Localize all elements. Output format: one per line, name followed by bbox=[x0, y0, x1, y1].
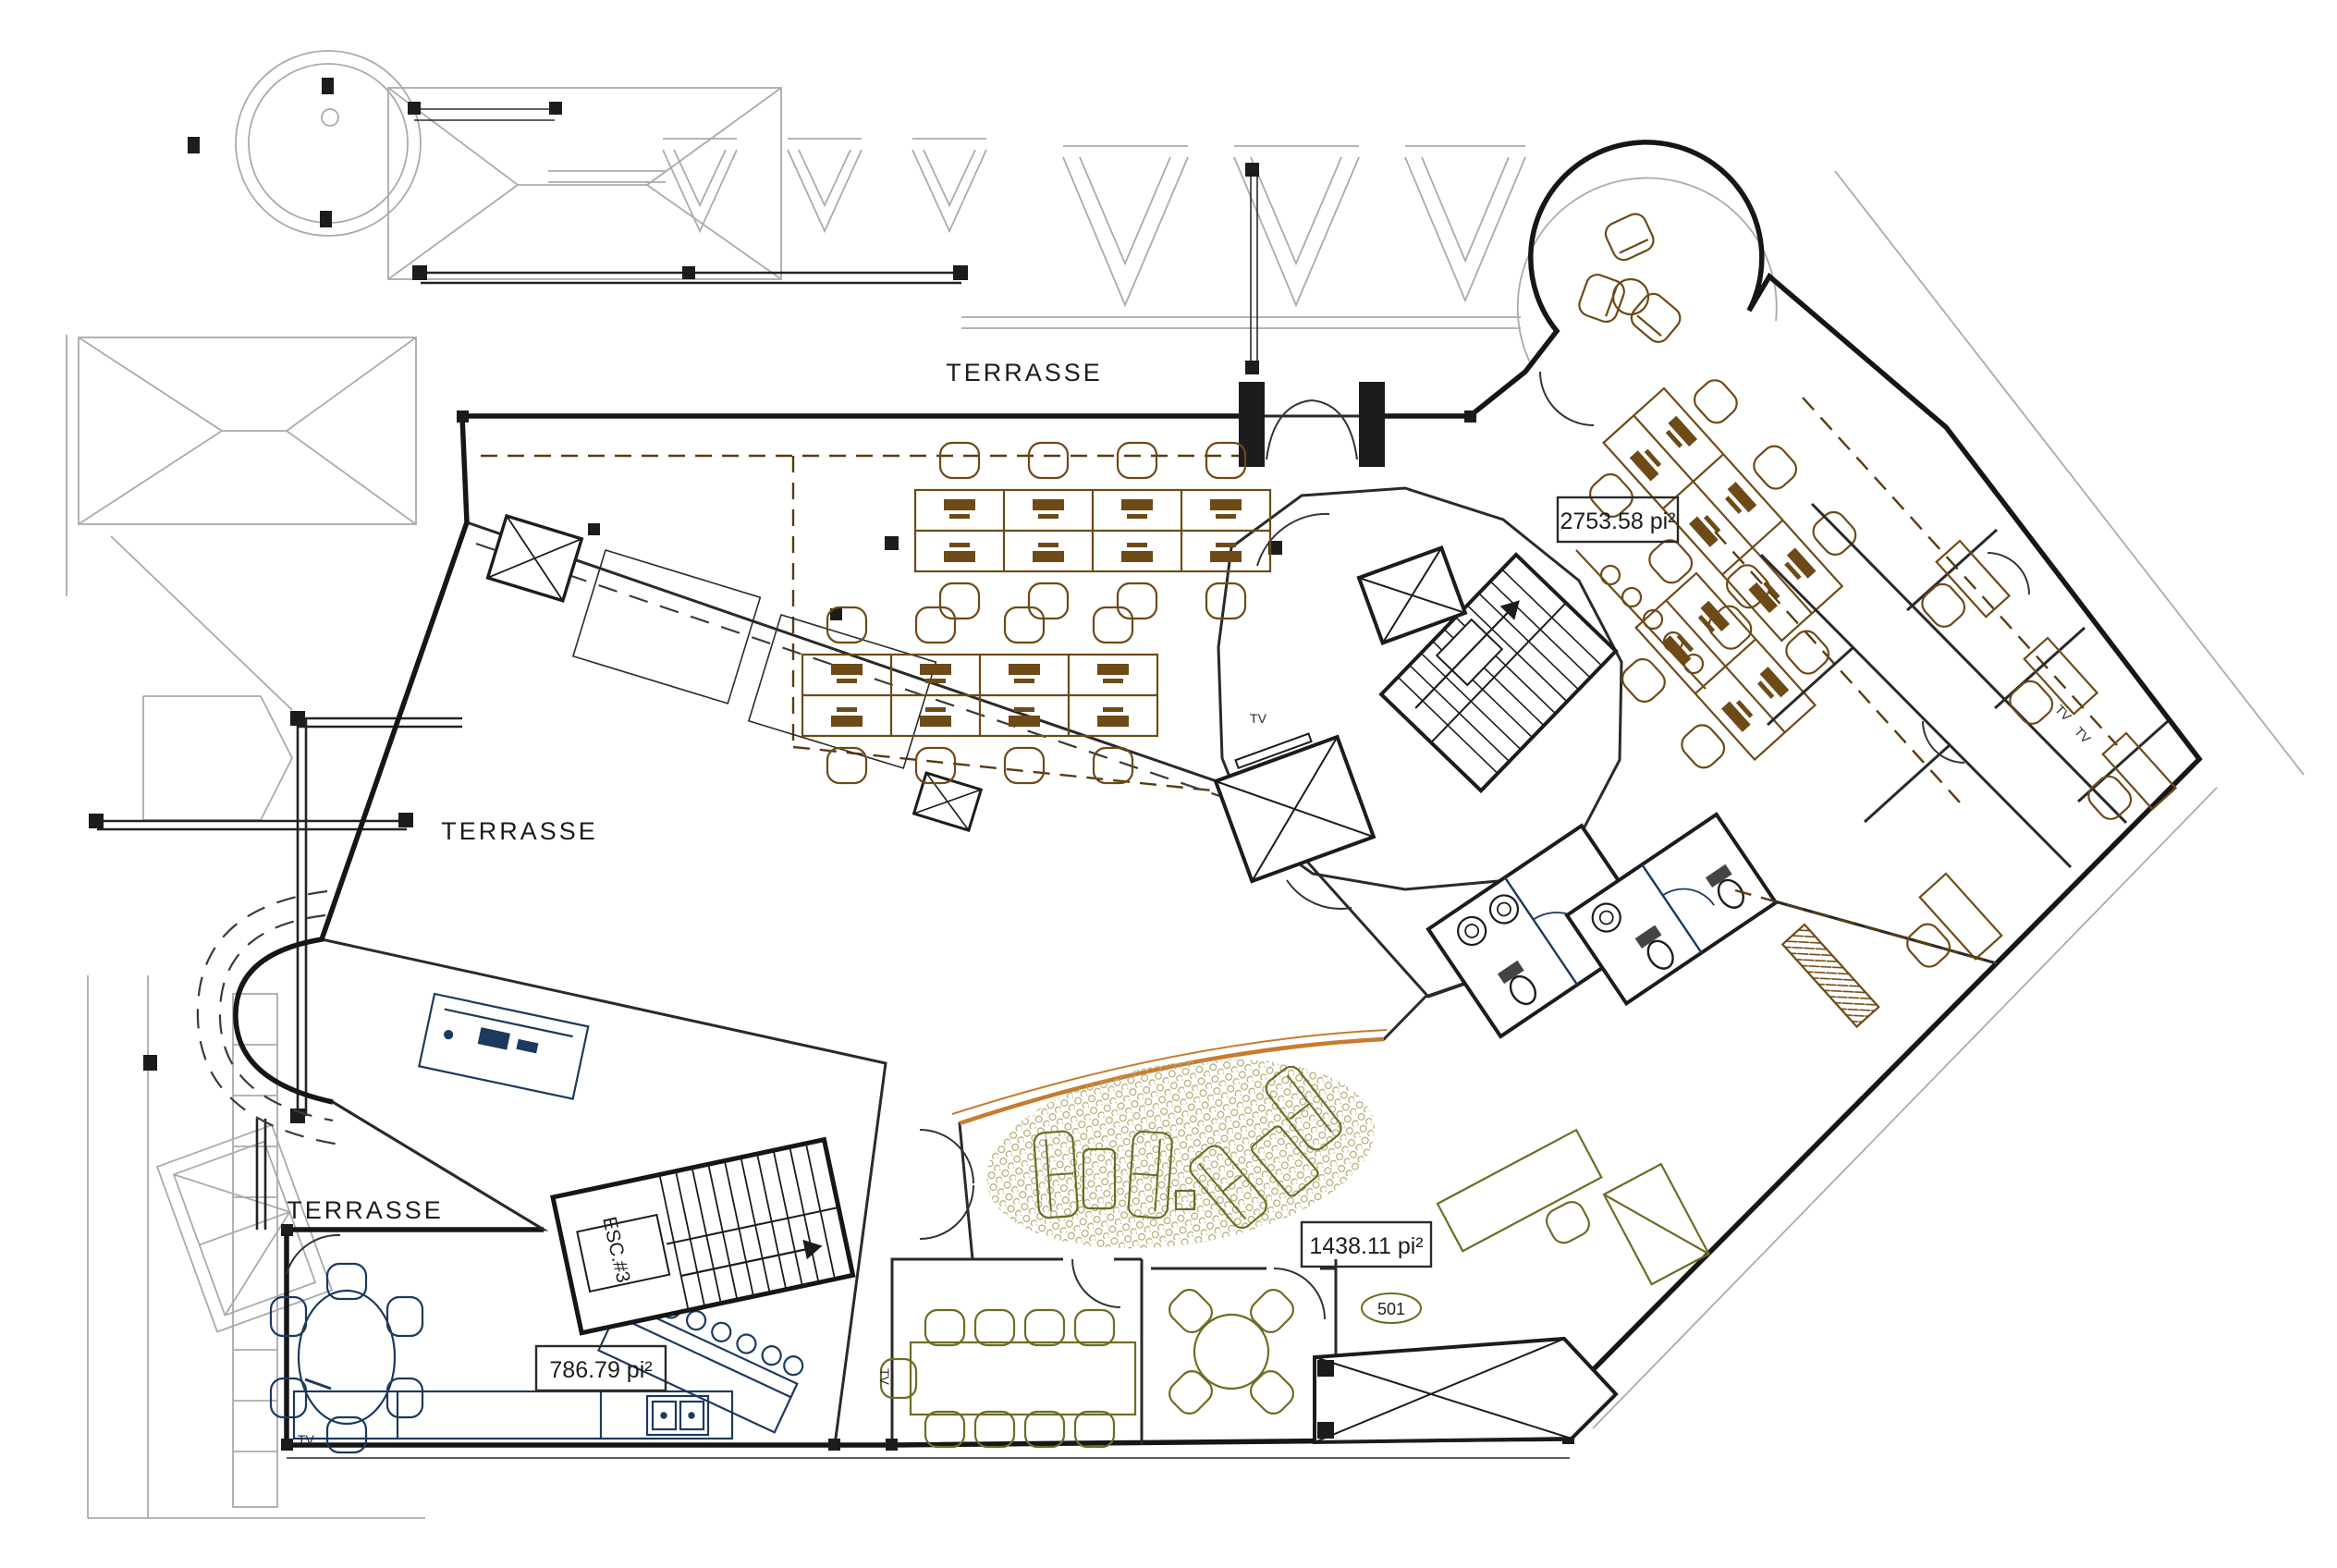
label-tv-blue-kitchen: TV bbox=[298, 1432, 315, 1447]
label-tv-core: TV bbox=[1250, 711, 1267, 726]
area-label-orange: 2753.58 pi² bbox=[1556, 496, 1680, 544]
label-tv-wing-1: TV bbox=[2052, 702, 2074, 724]
reception-desk bbox=[418, 992, 590, 1100]
area-label-yellow: 1438.11 pi² bbox=[1300, 1220, 1433, 1268]
stair-esc3 bbox=[550, 1136, 856, 1336]
lounge-seating bbox=[1032, 1061, 1347, 1233]
central-core: TV bbox=[1213, 486, 1779, 1039]
dining-set bbox=[269, 1262, 424, 1454]
svg-text:501: 501 bbox=[1377, 1300, 1405, 1318]
skylight-xbox-1 bbox=[485, 513, 584, 603]
yellow-suite bbox=[879, 888, 1998, 1449]
main-entrance bbox=[1239, 382, 1385, 467]
elevator-large bbox=[1213, 732, 1377, 884]
zone-orange-office bbox=[460, 141, 2201, 998]
rotunda-lounge bbox=[1539, 213, 1707, 690]
label-terrasse-left: TERRASSE bbox=[441, 817, 598, 845]
kitchen-counter bbox=[292, 1378, 734, 1440]
suite-number-501: 501 bbox=[1361, 1292, 1422, 1324]
yellow-desk bbox=[1436, 1128, 1710, 1286]
roof-skylight-box bbox=[155, 1123, 334, 1333]
washroom-block-2 bbox=[1564, 812, 1779, 1007]
open-office-desks bbox=[802, 357, 1878, 791]
area-label-blue: 786.79 pi² bbox=[534, 1344, 667, 1392]
label-terrasse-top: TERRASSE bbox=[946, 359, 1103, 386]
meeting-room-round bbox=[1163, 1283, 1300, 1420]
yellow-xbox bbox=[1313, 1336, 1619, 1445]
label-terrasse-bottom: TERRASSE bbox=[287, 1196, 444, 1224]
svg-text:1438.11 pi²: 1438.11 pi² bbox=[1309, 1233, 1423, 1259]
terrace-railings bbox=[89, 265, 1570, 1459]
blue-suite: TV TV bbox=[269, 992, 892, 1454]
wing-offices: TV TV bbox=[1759, 502, 2178, 1029]
exterior-walls bbox=[233, 140, 2203, 1448]
atrium-arc-inner bbox=[951, 1029, 1388, 1115]
svg-text:2753.58 pi²: 2753.58 pi² bbox=[1560, 508, 1675, 534]
elevator-small bbox=[1356, 545, 1468, 646]
atrium-band bbox=[485, 513, 984, 832]
conference-room bbox=[879, 1308, 1137, 1449]
label-tv-wing-2: TV bbox=[2072, 724, 2094, 746]
main-stair bbox=[1378, 552, 1619, 794]
label-tv-blue-wall: TV bbox=[877, 1368, 892, 1386]
roof-outline-layer bbox=[66, 50, 2305, 1519]
svg-text:786.79 pi²: 786.79 pi² bbox=[549, 1357, 652, 1383]
